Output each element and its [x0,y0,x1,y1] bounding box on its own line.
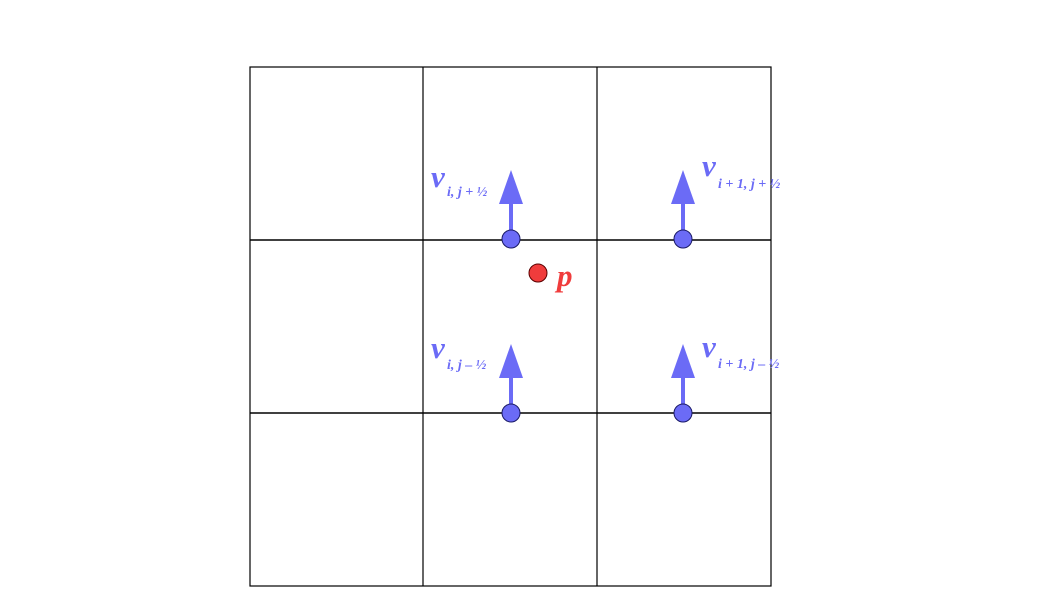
velocity-arrows [499,170,695,409]
grid-outer-border [249,66,772,587]
velocity-labels: v i, j + ½ v i + 1, j + ½ v i, j – ½ v i… [431,148,781,373]
label-v-i-jminus-symbol: v [431,330,446,365]
label-v-i-jminus-subscript: i, j – ½ [447,358,487,373]
label-v-i-jplus-subscript: i, j + ½ [447,185,488,200]
pressure-point [528,263,548,283]
grid [249,66,772,587]
label-v-iplus-jminus: v i + 1, j – ½ [702,329,780,372]
velocity-point-i-jminus [501,403,521,423]
label-v-iplus-jplus-symbol: v [702,148,717,183]
pressure-label: p [554,258,573,293]
velocity-arrow-i-jplus [499,170,523,236]
label-v-iplus-jminus-symbol: v [702,329,717,364]
velocity-arrow-iplus-jplus [671,170,695,236]
label-v-i-jplus: v i, j + ½ [431,159,488,200]
velocity-arrow-iplus-jminus [671,344,695,409]
label-v-iplus-jminus-subscript: i + 1, j – ½ [718,357,780,372]
label-v-iplus-jplus-subscript: i + 1, j + ½ [718,177,781,192]
velocity-point-iplus-jplus [673,229,693,249]
velocity-point-iplus-jminus [673,403,693,423]
label-v-i-jplus-symbol: v [431,159,446,194]
velocity-point-i-jplus [501,229,521,249]
label-v-i-jminus: v i, j – ½ [431,330,487,373]
label-v-iplus-jplus: v i + 1, j + ½ [702,148,781,192]
velocity-points [501,229,693,423]
velocity-arrow-i-jminus [499,344,523,409]
